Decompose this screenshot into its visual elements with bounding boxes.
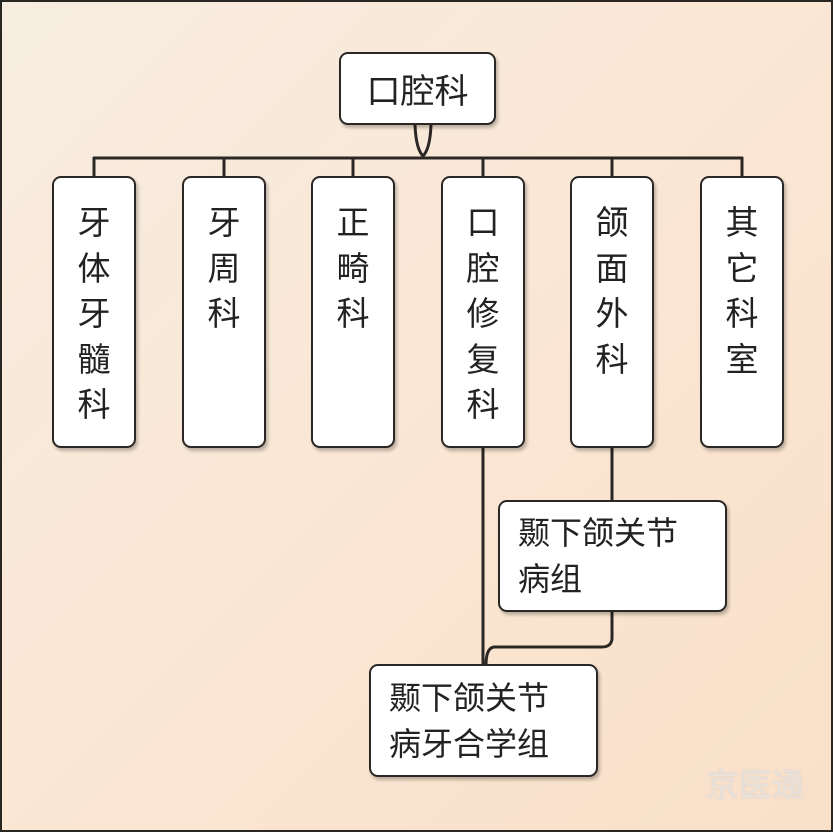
dept-label: 正畸科 [336,203,370,333]
watermark-logo: 京医通 [705,766,805,804]
subgroup-label-line1: 颞下颌关节 [518,514,679,552]
dept-label: 牙体牙髓科 [77,203,111,424]
dept-label: 口腔修复科 [466,203,500,424]
dept-endodontics: 牙体牙髓科 [52,176,136,448]
root-label: 口腔科 [366,72,469,112]
root-node-stomatology: 口腔科 [339,52,496,125]
dept-label: 牙周科 [207,203,241,333]
dept-maxillofacial-surgery: 颌面外科 [570,176,654,448]
subgroup-tmj-occlusion: 颞下颌关节 病牙合学组 [369,664,598,777]
dept-orthodontics: 正畸科 [311,176,395,448]
dept-label: 颌面外科 [595,203,629,379]
subgroup-tmj-disease: 颞下颌关节 病组 [498,500,727,612]
root-stem [413,123,433,158]
subgroup-label-line1: 颞下颌关节 [389,678,550,717]
subgroup-label-line2: 病组 [518,560,583,598]
dept-periodontics: 牙周科 [182,176,266,448]
dept-prosthodontics: 口腔修复科 [441,176,525,448]
subgroup-label-line2: 病牙合学组 [389,724,550,763]
dept-other: 其它科室 [700,176,784,448]
link-sub1-sub2 [484,610,614,667]
dept-label: 其它科室 [725,203,759,379]
